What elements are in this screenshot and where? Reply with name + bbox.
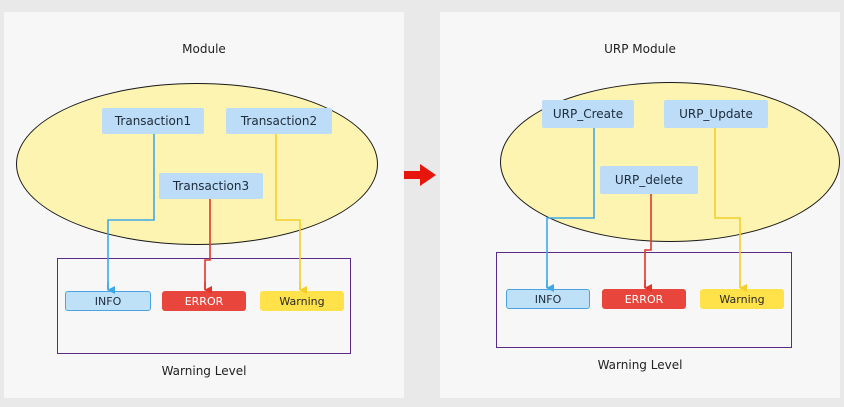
urp-module-title: URP Module (604, 42, 676, 56)
urp-error-connector (644, 194, 652, 288)
urp-update-box: URP_Update (664, 100, 768, 128)
urp-delete-box: URP_delete (600, 166, 698, 194)
warning-level-caption: Warning Level (161, 364, 247, 378)
warning-badge: Warning (260, 291, 344, 311)
transaction1-box: Transaction1 (102, 108, 204, 134)
error-badge: ERROR (162, 291, 246, 311)
urp-error-badge: ERROR (602, 289, 686, 309)
module-title: Module (182, 42, 226, 56)
urp-warning-level-box (496, 252, 792, 348)
connector-lines (107, 134, 307, 294)
urp-info-connector (546, 128, 595, 288)
urp-warning-level-caption: Warning Level (597, 358, 683, 372)
info-connector (107, 134, 155, 290)
transaction3-box: Transaction3 (159, 173, 263, 199)
transaction2-box: Transaction2 (226, 108, 332, 134)
error-connector (204, 199, 211, 290)
transition-arrow-icon (404, 164, 436, 186)
urp-module-diagram: URP Module URP_Create URP_Update URP_del… (440, 12, 840, 398)
warning-connector (275, 134, 301, 290)
urp-connector-lines (546, 128, 747, 292)
warning-level-box (57, 258, 351, 354)
urp-warning-connector (714, 128, 741, 288)
urp-create-box: URP_Create (542, 100, 634, 128)
urp-warning-badge: Warning (700, 289, 784, 309)
module-diagram: Module Transaction1 Transaction2 Transac… (4, 12, 404, 398)
